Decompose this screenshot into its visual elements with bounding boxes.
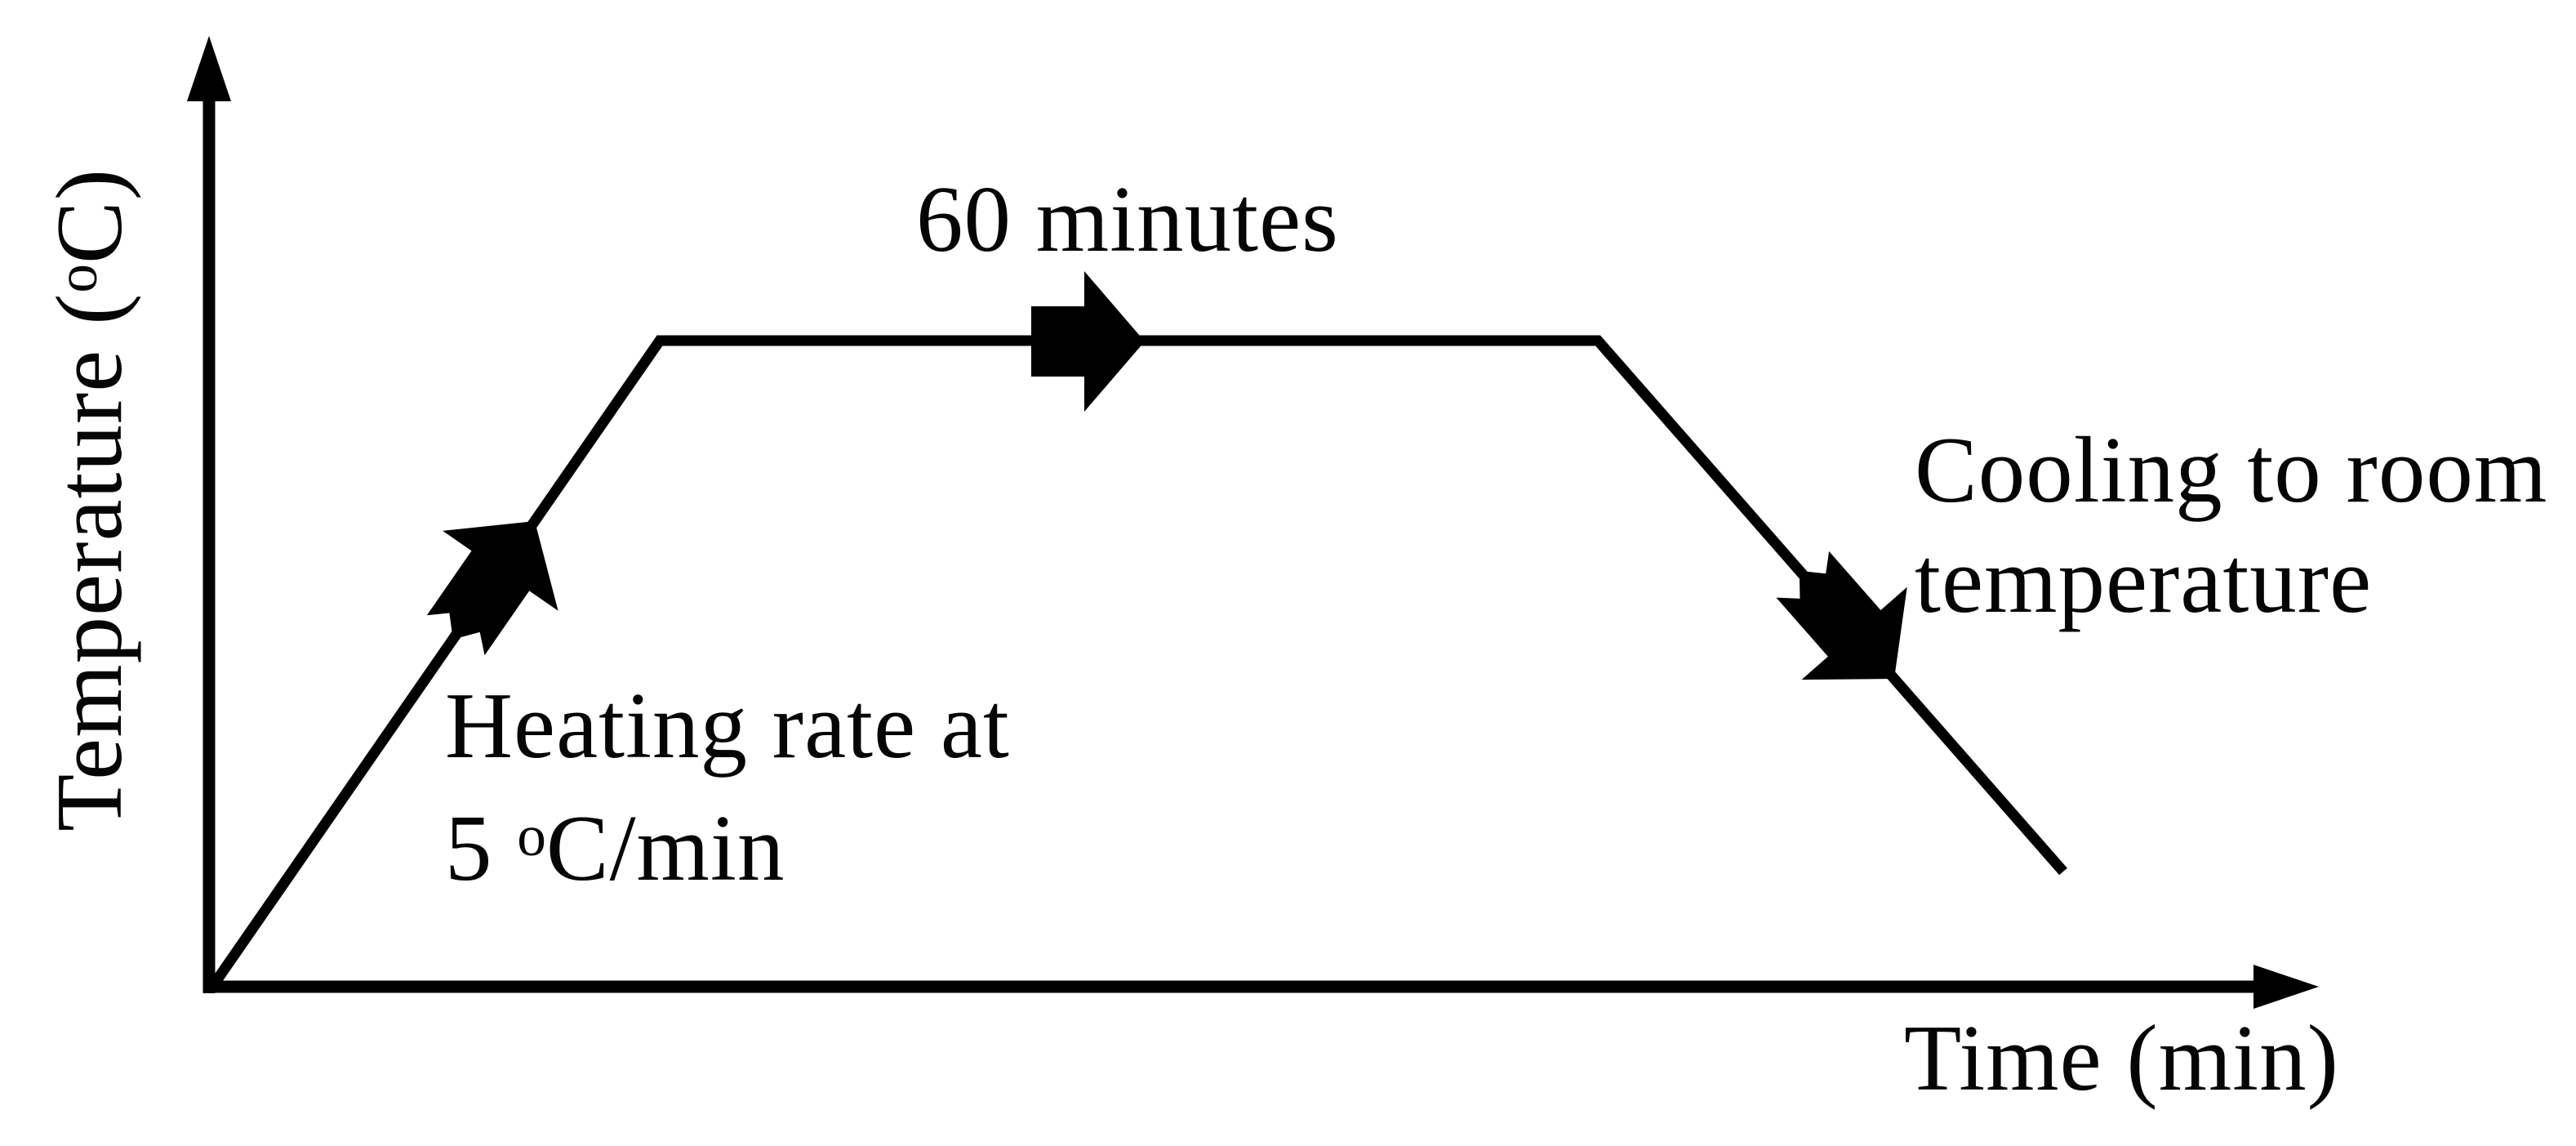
heating-rate-unit: C/min: [545, 796, 785, 900]
hold-duration-label: 60 minutes: [916, 164, 1339, 274]
heating-rate-value: 5: [445, 796, 518, 900]
degree-symbol: o: [517, 804, 546, 868]
hold-duration-text: 60 minutes: [916, 167, 1339, 271]
y-axis-arrowhead-icon: [187, 36, 231, 101]
y-axis-title: Temperature (oC): [22, 168, 145, 832]
y-axis-title-text: Temperature (: [37, 292, 141, 832]
y-axis-title-unit: C): [37, 167, 141, 264]
x-axis: [203, 965, 2319, 1009]
cooling-line1: Cooling to room: [1915, 418, 2548, 522]
hold-direction-arrow-icon: [1031, 271, 1145, 412]
heating-direction-arrow-icon: [426, 521, 558, 656]
degree-symbol: o: [45, 263, 110, 293]
heating-rate-line2: 5 oC/min: [445, 781, 1010, 903]
x-axis-arrowhead-icon: [2253, 965, 2319, 1009]
cooling-line2: temperature: [1915, 528, 2373, 632]
y-axis: [187, 36, 231, 993]
heating-rate-line1: Heating rate at: [445, 674, 1010, 778]
x-axis-title-text: Time (min): [1904, 1006, 2339, 1110]
heating-rate-label: Heating rate at 5 oC/min: [445, 671, 1010, 903]
cooling-direction-arrow-icon: [1776, 551, 1907, 680]
cooling-label: Cooling to room temperature: [1915, 415, 2547, 635]
x-axis-title: Time (min): [1904, 1003, 2339, 1113]
